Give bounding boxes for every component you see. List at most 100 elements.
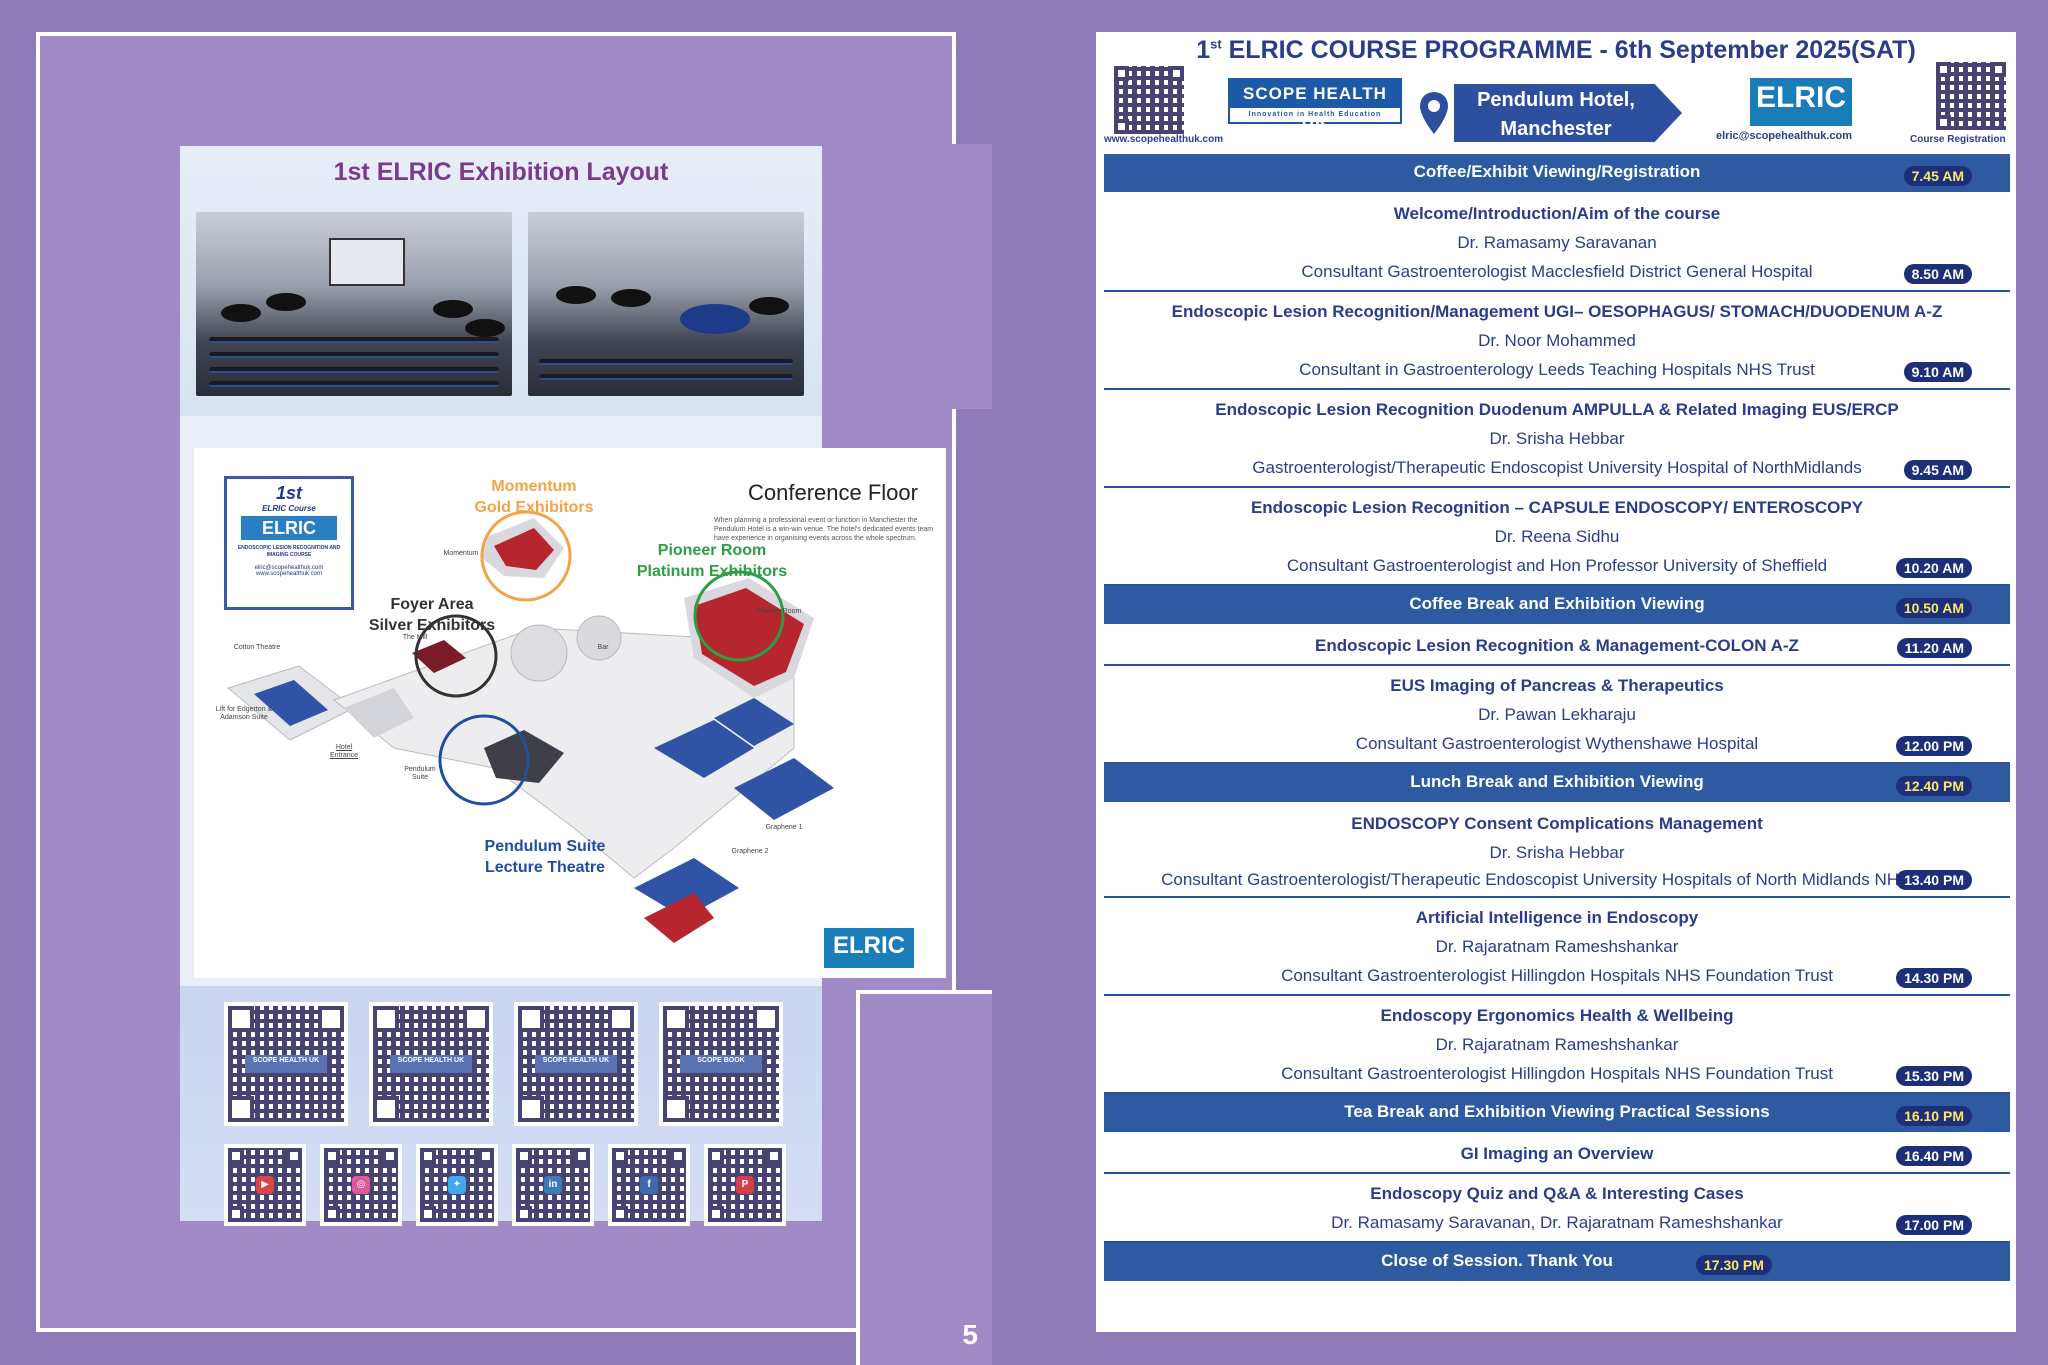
page-notch-top — [822, 144, 992, 409]
venue-photos-panel: 1st ELRIC Exhibition Layout — [180, 146, 822, 416]
qr-label: SCOPE HEALTH UK — [245, 1054, 327, 1074]
session-time: 12.40 PM — [1896, 776, 1972, 796]
venue-photo-1 — [196, 212, 512, 396]
elric-corner-logo: ELRIC — [824, 928, 914, 968]
session-row: Endoscopic Lesion Recognition & Manageme… — [1104, 626, 2010, 666]
speaker-name: Dr. Pawan Lekharaju — [1478, 705, 1636, 724]
exhibition-layout-title: 1st ELRIC Exhibition Layout — [333, 158, 669, 186]
pinterest-icon: P — [736, 1176, 754, 1194]
speaker-affiliation: Consultant Gastroenterologist Macclesfie… — [1301, 262, 1813, 281]
session-title: Endoscopic Lesion Recognition Duodenum A… — [1215, 400, 1899, 419]
qr-label: SCOPE BOOK — [680, 1054, 762, 1074]
session-time: 16.40 PM — [1896, 1146, 1972, 1166]
session-time: 7.45 AM — [1903, 166, 1972, 186]
website-link[interactable]: www.scopehealthuk.com — [1104, 134, 1224, 145]
qr-code-social[interactable]: P — [704, 1144, 786, 1226]
session-time: 9.10 AM — [1903, 362, 1972, 382]
session-time: 13.40 PM — [1896, 870, 1972, 890]
badge-logo: ELRIC — [241, 516, 337, 540]
speaker-affiliation: Consultant Gastroenterologist and Hon Pr… — [1286, 556, 1828, 575]
session-title: Endoscopic Lesion Recognition – CAPSULE … — [1250, 498, 1864, 517]
elric-logo: ELRIC — [1750, 78, 1852, 126]
qr-code-social[interactable]: in — [512, 1144, 594, 1226]
session-title: Endoscopy Quiz and Q&A & Interesting Cas… — [1370, 1184, 1744, 1203]
location-pin-icon — [1420, 92, 1448, 134]
session-row: Endoscopic Lesion Recognition – CAPSULE … — [1104, 488, 2010, 586]
registration-label: Course Registration — [1910, 134, 2006, 145]
qr-code-social[interactable]: f — [608, 1144, 690, 1226]
badge-subtitle: ENDOSCOPIC LESION RECOGNITION AND IMAGIN… — [237, 545, 341, 558]
room-label-graphene2: Graphene 2 — [731, 848, 769, 855]
speaker-name: Dr. Srisha Hebbar — [1489, 429, 1625, 448]
page-notch-bottom: 5 — [856, 990, 992, 1365]
floor-plan: Conference Floor When planning a profess… — [194, 448, 946, 978]
session-title: Endoscopic Lesion Recognition/Management… — [1171, 302, 1943, 321]
session-title: EUS Imaging of Pancreas & Therapeutics — [1390, 676, 1724, 695]
session-time: 11.20 AM — [1896, 638, 1972, 658]
qr-label: SCOPE HEALTH UK — [390, 1054, 472, 1074]
facebook-icon: f — [640, 1176, 658, 1194]
programme-schedule: Coffee/Exhibit Viewing/Registration 7.45 … — [1104, 154, 2010, 1283]
qr-code-large[interactable]: SCOPE HEALTH UK — [369, 1002, 493, 1126]
venue-banner: Pendulum Hotel, Manchester — [1454, 84, 1682, 142]
session-time: 16.10 PM — [1896, 1106, 1972, 1126]
session-title: Lunch Break and Exhibition Viewing — [1410, 772, 1704, 791]
break-row: Tea Break and Exhibition Viewing Practic… — [1104, 1094, 2010, 1132]
room-label-pioneer: Pioneer Room — [756, 608, 802, 615]
qr-code-large[interactable]: SCOPE HEALTH UK — [224, 1002, 348, 1126]
qr-code-large[interactable]: SCOPE BOOK — [659, 1002, 783, 1126]
break-row: Coffee/Exhibit Viewing/Registration 7.45 … — [1104, 154, 2010, 192]
room-label-momentum: Momentum — [443, 550, 479, 557]
exhibition-layout-page: 1st ELRIC Exhibition Layout Conference F… — [36, 32, 992, 1365]
session-title: Endoscopy Ergonomics Health & Wellbeing — [1380, 1006, 1734, 1025]
instagram-icon: ◎ — [352, 1176, 370, 1194]
badge-email: elric@scopehealthuk.com — [254, 565, 324, 571]
session-time: 9.45 AM — [1903, 460, 1972, 480]
qr-code-large[interactable]: SCOPE HEALTH UK — [514, 1002, 638, 1126]
session-title: Coffee/Exhibit Viewing/Registration — [1413, 162, 1701, 181]
session-time: 15.30 PM — [1896, 1066, 1972, 1086]
speaker-affiliation: Consultant in Gastroenterology Leeds Tea… — [1299, 360, 1815, 379]
speaker-affiliation: Consultant Gastroenterologist Hillingdon… — [1281, 966, 1833, 985]
speaker-name: Dr. Rajaratnam Rameshshankar — [1435, 1035, 1679, 1054]
session-time: 10.20 AM — [1895, 558, 1972, 578]
floor-plan-heading: Conference Floor — [748, 480, 918, 505]
room-label-bar: Bar — [597, 644, 609, 651]
badge-ordinal: 1st — [275, 483, 302, 503]
registration-qr-code[interactable] — [1936, 62, 2006, 130]
session-title: Coffee Break and Exhibition Viewing — [1409, 594, 1705, 613]
qr-code-social[interactable]: ▶ — [224, 1144, 306, 1226]
course-programme-page: 1st ELRIC COURSE PROGRAMME - 6th Septemb… — [1096, 32, 2016, 1332]
session-time: 14.30 PM — [1896, 968, 1972, 988]
room-label-hotel-entrance: Hotel Entrance — [329, 744, 359, 759]
qr-code-social[interactable]: ◎ — [320, 1144, 402, 1226]
email-link[interactable]: elric@scopehealthuk.com — [1716, 130, 1853, 142]
qr-code-social[interactable]: ✦ — [416, 1144, 498, 1226]
break-row: Close of Session. Thank You 17.30 PM — [1104, 1243, 2010, 1281]
session-time: 8.50 AM — [1903, 264, 1972, 284]
venue-line2: Manchester — [1500, 118, 1612, 140]
session-time: 17.30 PM — [1696, 1255, 1772, 1275]
speaker-name: Dr. Reena Sidhu — [1494, 527, 1620, 546]
page-number: 5 — [962, 1319, 978, 1350]
break-row: Lunch Break and Exhibition Viewing 12.40 … — [1104, 764, 2010, 802]
badge-web: www.scopehealthuk.com — [255, 571, 323, 577]
session-title: Endoscopic Lesion Recognition & Manageme… — [1315, 636, 1799, 655]
session-title: Close of Session. Thank You — [1381, 1251, 1613, 1270]
programme-title: 1st ELRIC COURSE PROGRAMME - 6th Septemb… — [1196, 36, 1916, 64]
floor-plan-description: When planning a professional event or fu… — [714, 517, 934, 542]
session-row: Endoscopy Quiz and Q&A & Interesting Cas… — [1104, 1174, 2010, 1243]
venue-line1: Pendulum Hotel, — [1477, 89, 1635, 111]
session-title: Artificial Intelligence in Endoscopy — [1415, 908, 1699, 927]
session-time: 17.00 PM — [1896, 1215, 1972, 1235]
qr-label: SCOPE HEALTH UK — [535, 1054, 617, 1074]
website-qr-code[interactable] — [1114, 66, 1184, 134]
